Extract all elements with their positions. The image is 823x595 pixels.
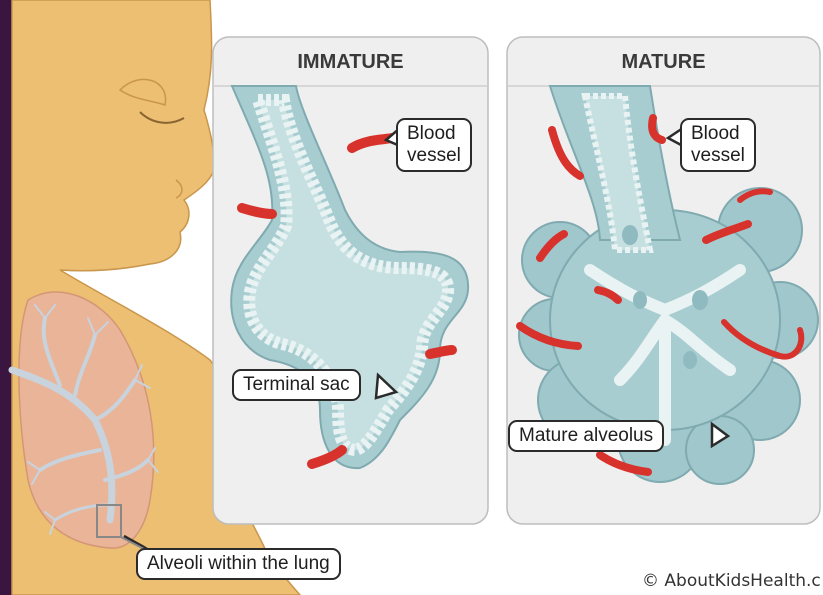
mature-panel-title: MATURE — [507, 48, 820, 76]
alveoli-within-lung-label: Alveoli within the lung — [136, 548, 341, 580]
terminal-sac-label: Terminal sac — [232, 369, 361, 401]
mature-blood-vessel-label: Blood vessel — [680, 118, 756, 172]
immature-vessel-2 — [242, 208, 272, 214]
alveolus-pore — [683, 351, 697, 369]
immature-vessel-3 — [430, 350, 452, 354]
mature-alveolus-label: Mature alveolus — [508, 420, 664, 452]
immature-blood-vessel-label: Blood vessel — [396, 118, 472, 172]
alveolus-pore — [622, 225, 638, 245]
copyright-credit: © AboutKidsHealth.c — [642, 571, 821, 591]
immature-panel-title: IMMATURE — [213, 48, 488, 76]
left-edge-strip — [0, 0, 12, 595]
alveolus-pore — [633, 291, 647, 309]
alveolus-pore — [692, 290, 708, 310]
